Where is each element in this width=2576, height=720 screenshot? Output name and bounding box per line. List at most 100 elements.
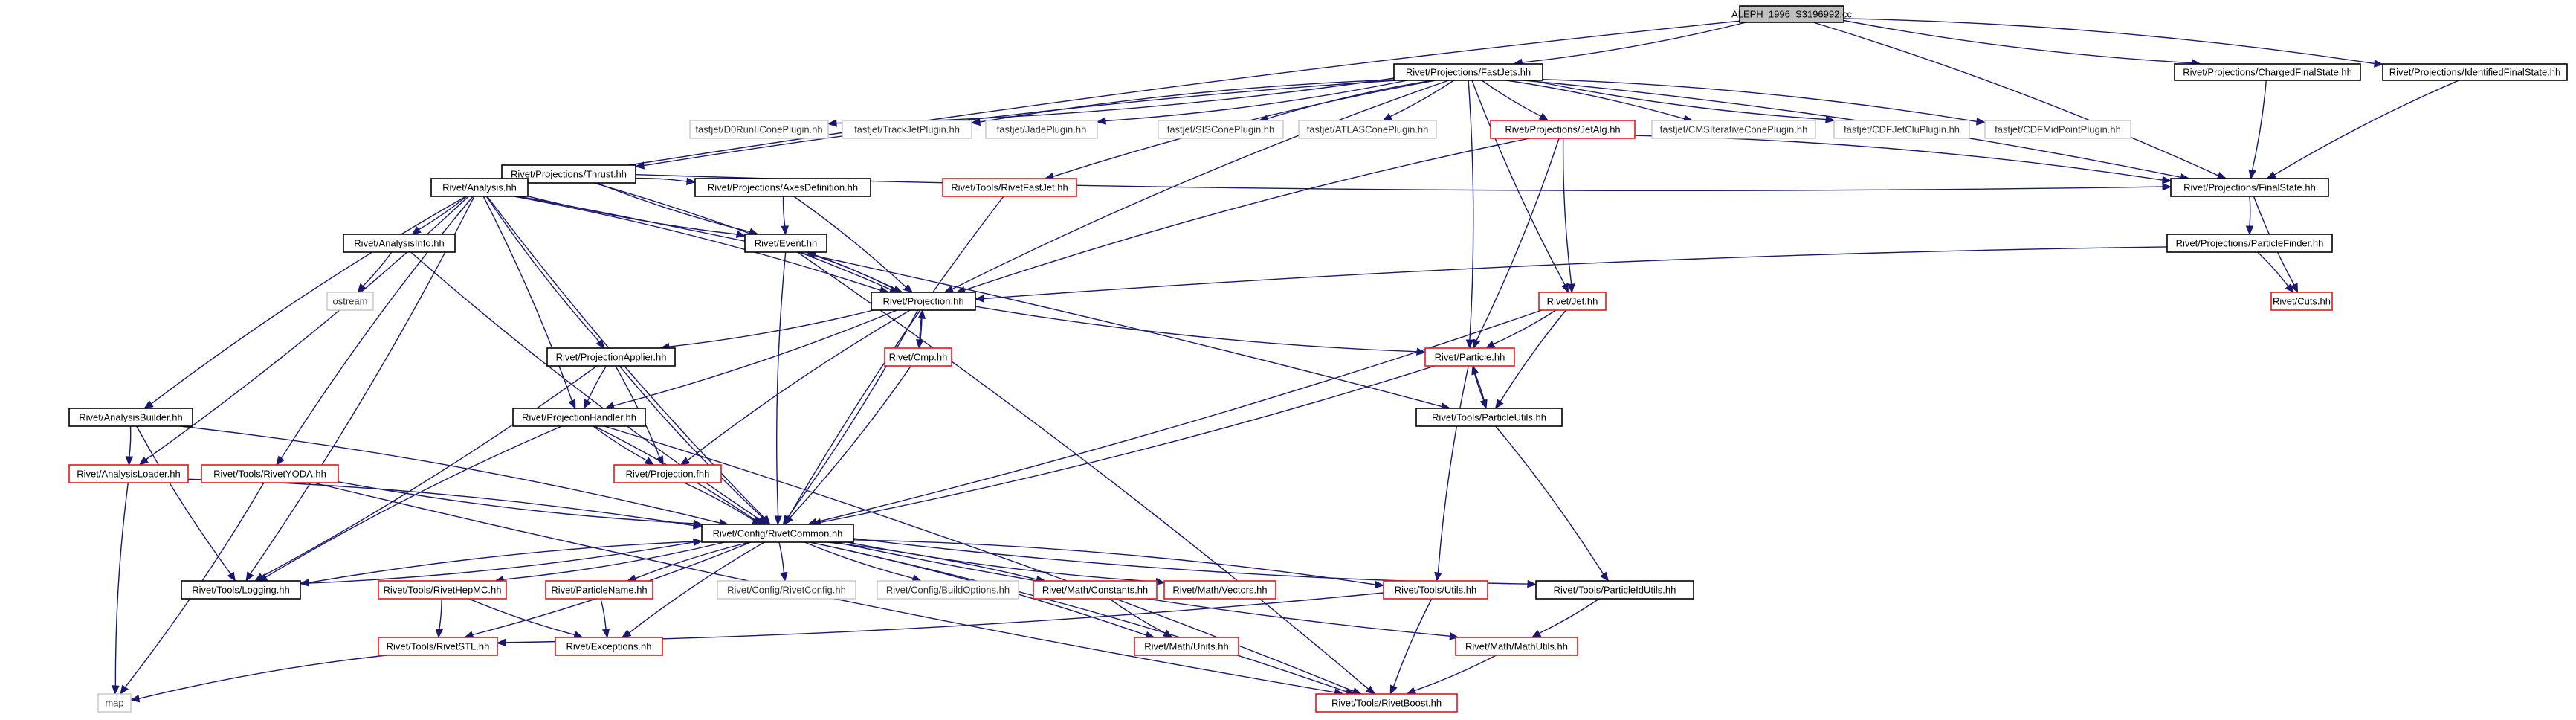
node-rivetstl[interactable]: Rivet/Tools/RivetSTL.hh — [378, 637, 498, 656]
node-particle[interactable]: Rivet/Particle.hh — [1424, 347, 1515, 367]
node-box-rivetcommon — [701, 524, 854, 543]
node-mathunits[interactable]: Rivet/Math/Units.hh — [1134, 637, 1239, 656]
node-label-atlascone: fastjet/ATLASConePlugin.hh — [1307, 123, 1429, 135]
node-rivetyoda[interactable]: Rivet/Tools/RivetYODA.hh — [201, 464, 339, 483]
arrowhead-analysis-to-projapplier — [595, 338, 605, 350]
node-rivetboost[interactable]: Rivet/Tools/RivetBoost.hh — [1315, 693, 1458, 713]
arrowhead-rivetcommon-to-rivetconfig — [780, 571, 788, 582]
node-label-rivetstl: Rivet/Tools/RivetSTL.hh — [387, 640, 490, 652]
edge-analysis-to-particleutils — [518, 196, 1442, 408]
edge-rivetcommon-to-toolsutils — [853, 539, 1376, 585]
node-label-logging: Rivet/Tools/Logging.hh — [192, 584, 290, 595]
node-analysisinfo[interactable]: Rivet/AnalysisInfo.hh — [343, 234, 456, 253]
node-projfhh[interactable]: Rivet/Projection.fhh — [613, 464, 722, 483]
node-rivetcommon[interactable]: Rivet/Config/RivetCommon.hh — [701, 524, 854, 543]
arrowhead-root-to-identfs — [2374, 60, 2384, 68]
node-label-jetalg: Rivet/Projections/JetAlg.hh — [1505, 123, 1620, 135]
node-analysisbuilder[interactable]: Rivet/AnalysisBuilder.hh — [68, 408, 193, 427]
node-jetalg[interactable]: Rivet/Projections/JetAlg.hh — [1490, 120, 1636, 139]
edge-logging-to-rivetcommon — [300, 541, 694, 585]
node-box-particlename — [545, 580, 653, 600]
edge-jet-to-particleutils — [1500, 309, 1566, 402]
node-label-buildoptions: Rivet/Config/BuildOptions.hh — [886, 584, 1010, 595]
edge-rivetcommon-to-exceptions — [628, 541, 765, 634]
node-analysis[interactable]: Rivet/Analysis.hh — [430, 178, 529, 197]
node-label-fastjets: Rivet/Projections/FastJets.hh — [1406, 66, 1531, 77]
node-identfs[interactable]: Rivet/Projections/IdentifiedFinalState.h… — [2382, 63, 2568, 81]
node-box-axesdef — [694, 178, 871, 197]
node-root[interactable]: ALEPH_1996_S3196992.cc — [1731, 5, 1852, 23]
edge-root-to-chargedfs — [1843, 19, 2192, 64]
node-particlefinder[interactable]: Rivet/Projections/ParticleFinder.hh — [2166, 234, 2333, 253]
node-cuts[interactable]: Rivet/Cuts.hh — [2270, 292, 2333, 311]
node-finalstate[interactable]: Rivet/Projections/FinalState.hh — [2170, 178, 2329, 197]
edge-rivetcommon-to-rivetconfig — [778, 541, 785, 573]
node-rivethepmc[interactable]: Rivet/Tools/RivetHepMC.hh — [378, 580, 507, 600]
edge-analysisbuilder-to-logging — [136, 425, 231, 575]
node-box-projfhh — [613, 464, 722, 483]
node-siscone: fastjet/SISConePlugin.hh — [1158, 120, 1284, 139]
node-axesdef[interactable]: Rivet/Projections/AxesDefinition.hh — [694, 178, 871, 197]
node-box-cdfjetclu — [1833, 120, 1970, 139]
edge-projapplier-to-rivetcommon — [619, 365, 764, 519]
node-chargedfs[interactable]: Rivet/Projections/ChargedFinalState.hh — [2174, 63, 2361, 81]
node-cdfmid: fastjet/CDFMidPointPlugin.hh — [1984, 120, 2131, 139]
node-label-mathconstants: Rivet/Math/Constants.hh — [1042, 584, 1148, 595]
node-projapplier[interactable]: Rivet/ProjectionApplier.hh — [546, 347, 676, 367]
arrowhead-analysisbuilder-to-logging — [227, 571, 236, 582]
edge-root-to-fastjets — [1522, 22, 1746, 63]
edge-root-to-finalstate — [1812, 22, 2219, 176]
node-box-trackjet — [842, 120, 972, 139]
node-box-rivethepmc — [378, 580, 507, 600]
edge-event-to-rivetcommon — [776, 251, 787, 517]
node-projhandler[interactable]: Rivet/ProjectionHandler.hh — [512, 408, 646, 427]
arrowhead-fastjets-to-cdfjetclu — [1825, 115, 1836, 123]
node-map: map — [97, 693, 132, 713]
node-mathvectors[interactable]: Rivet/Math/Vectors.hh — [1163, 580, 1276, 600]
node-particleidutils[interactable]: Rivet/Tools/ParticleIdUtils.hh — [1535, 580, 1694, 600]
node-cmp[interactable]: Rivet/Cmp.hh — [884, 347, 952, 367]
node-mathconstants[interactable]: Rivet/Math/Constants.hh — [1033, 580, 1158, 600]
edge-fastjets-to-trackjet — [979, 79, 1395, 123]
node-label-rivetyoda: Rivet/Tools/RivetYODA.hh — [213, 468, 326, 479]
node-label-thrust: Rivet/Projections/Thrust.hh — [511, 168, 627, 179]
edge-mathconstants-to-mathunits — [1108, 598, 1166, 634]
arrowhead-toolsutils-to-rivetstl — [496, 638, 506, 647]
node-exceptions[interactable]: Rivet/Exceptions.hh — [555, 637, 663, 656]
node-particleutils[interactable]: Rivet/Tools/ParticleUtils.hh — [1415, 408, 1563, 427]
node-box-jetalg — [1490, 120, 1636, 139]
edge-projhandler-to-projfhh — [593, 425, 648, 461]
node-mathutils[interactable]: Rivet/Math/MathUtils.hh — [1455, 637, 1578, 656]
node-cdfjetclu: fastjet/CDFJetCluPlugin.hh — [1833, 120, 1970, 139]
node-toolsutils[interactable]: Rivet/Tools/Utils.hh — [1383, 580, 1488, 600]
node-projection[interactable]: Rivet/Projection.hh — [871, 292, 976, 311]
node-box-jade — [985, 120, 1098, 139]
node-particlename[interactable]: Rivet/ParticleName.hh — [545, 580, 653, 600]
node-analysisloader[interactable]: Rivet/AnalysisLoader.hh — [68, 464, 189, 483]
node-label-analysisloader: Rivet/AnalysisLoader.hh — [77, 468, 180, 479]
node-box-finalstate — [2170, 178, 2329, 197]
arrowhead-cmp-to-projection — [917, 309, 926, 319]
edge-identfs-to-finalstate — [2273, 80, 2459, 176]
arrowhead-particlefinder-to-cuts — [2285, 283, 2295, 293]
edge-rivetcommon-to-rivethepmc — [503, 541, 725, 580]
node-box-root — [1739, 5, 1844, 23]
edge-rivetcommon-to-rivetboost — [809, 541, 1347, 692]
arrowhead-rivetcommon-to-exceptions — [621, 629, 632, 638]
node-event[interactable]: Rivet/Event.hh — [744, 234, 827, 253]
edge-fastjets-to-jet — [1471, 80, 1566, 286]
node-fastjets[interactable]: Rivet/Projections/FastJets.hh — [1393, 63, 1543, 81]
node-jet[interactable]: Rivet/Jet.hh — [1538, 292, 1607, 311]
node-cmscone: fastjet/CMSIterativeConePlugin.hh — [1651, 120, 1816, 139]
edge-analysisloader-to-map — [114, 482, 129, 687]
edge-jetalg-to-finalstate — [1634, 135, 2163, 181]
edge-particlefinder-to-cuts — [2257, 251, 2289, 287]
node-logging[interactable]: Rivet/Tools/Logging.hh — [181, 580, 301, 600]
node-rivetfastjet[interactable]: Rivet/Tools/RivetFastJet.hh — [942, 178, 1077, 197]
node-label-finalstate: Rivet/Projections/FinalState.hh — [2183, 181, 2316, 193]
edge-fastjets-to-particle — [1468, 80, 1474, 341]
node-label-rivethepmc: Rivet/Tools/RivetHepMC.hh — [384, 584, 502, 595]
node-label-projapplier: Rivet/ProjectionApplier.hh — [556, 351, 667, 362]
arrowhead-jetalg-to-jet — [1567, 283, 1575, 294]
